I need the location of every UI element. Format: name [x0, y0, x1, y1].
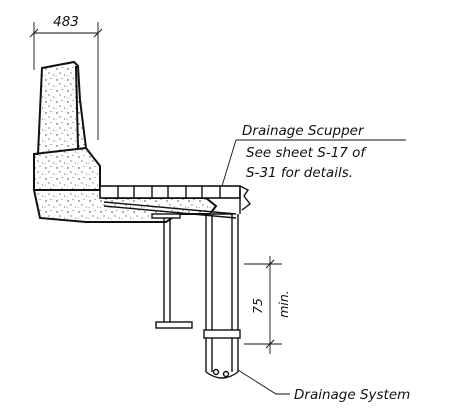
drainage-system-callout: Drainage System	[237, 369, 410, 403]
steel-girder	[151, 213, 193, 329]
min-clearance-value: 75	[250, 298, 265, 314]
scupper-callout-line3: S-31 for details.	[246, 165, 353, 181]
barrier-width-label: 483	[53, 14, 79, 30]
scupper-callout-line1: Drainage Scupper	[242, 123, 365, 139]
scupper-callout-line2: See sheet S-17 of	[246, 145, 367, 161]
scupper-callout: Drainage Scupper See sheet S-17 of S-31 …	[221, 123, 406, 187]
drain-pan	[103, 201, 237, 219]
drainage-scupper-grate	[99, 185, 251, 214]
drainage-downpipe	[203, 213, 241, 379]
min-clearance-dimension: 75 min.	[244, 256, 291, 354]
min-clearance-unit: min.	[276, 290, 291, 318]
concrete-barrier	[33, 60, 101, 191]
barrier-width-dimension: 483	[29, 14, 103, 140]
drainage-system-label: Drainage System	[294, 387, 410, 403]
